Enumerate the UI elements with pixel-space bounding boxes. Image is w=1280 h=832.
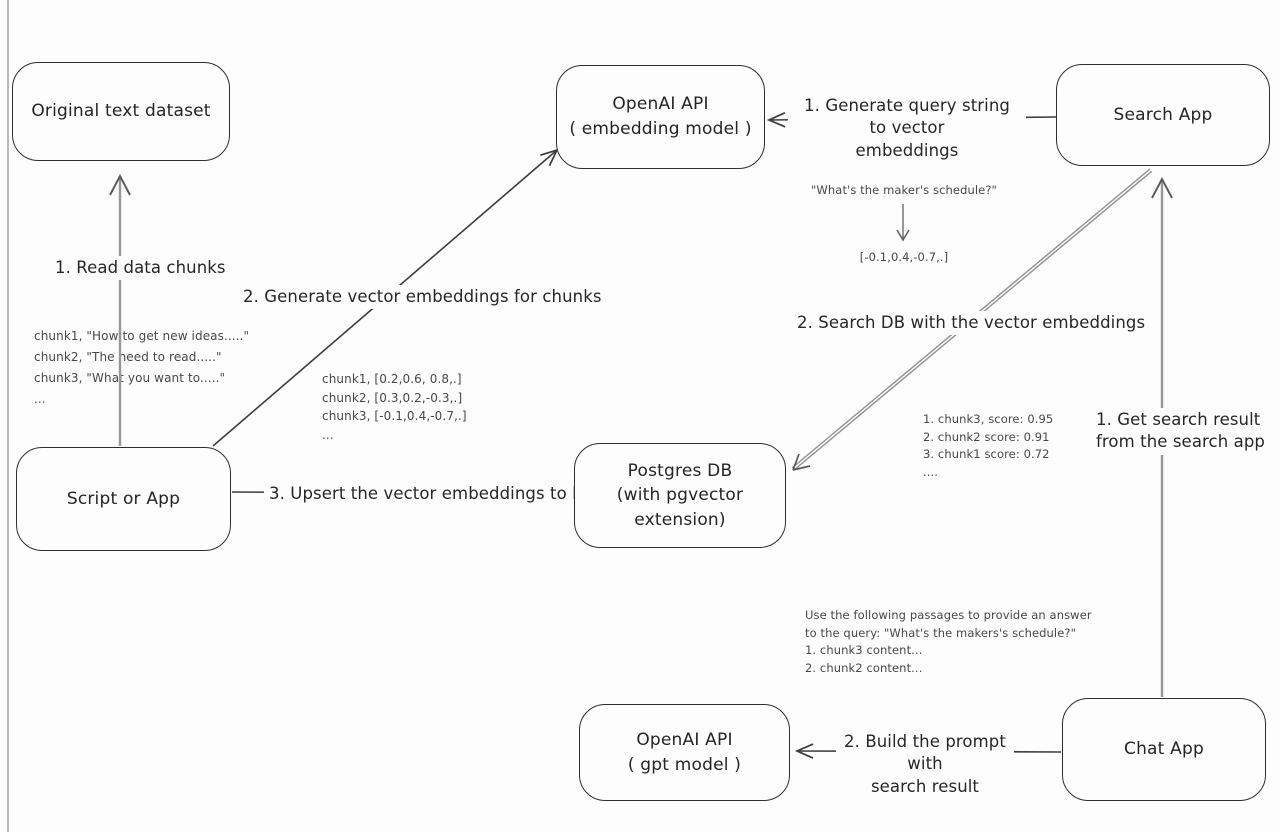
canvas-edge-line bbox=[7, 0, 9, 832]
edge-label-get-search-result: 1. Get search result from the search app bbox=[1091, 408, 1270, 455]
edge-label-generate-embeddings: 2. Generate vector embeddings for chunks bbox=[238, 285, 607, 310]
annotation-chunk-vectors: chunk1, [0.2,0.6, 0.8,.] chunk2, [0.3,0.… bbox=[322, 372, 467, 442]
edge-label-search-db: 2. Search DB with the vector embeddings bbox=[792, 311, 1151, 336]
annotation-prompt-preview: Use the following passages to provide an… bbox=[805, 608, 1092, 675]
node-openai-api-gpt: OpenAI API ( gpt model ) bbox=[579, 704, 790, 801]
node-original-text-dataset: Original text dataset bbox=[12, 62, 230, 161]
node-script-or-app: Script or App bbox=[16, 447, 231, 551]
edge-label-read-data-chunks: 1. Read data chunks bbox=[50, 256, 231, 281]
node-chat-app: Chat App bbox=[1062, 698, 1266, 801]
edge-label-upsert-to-db: 3. Upsert the vector embeddings to DB bbox=[264, 482, 602, 507]
annotation-query-string: "What's the maker's schedule?" bbox=[811, 183, 997, 197]
node-openai-api-embedding: OpenAI API ( embedding model ) bbox=[556, 65, 765, 169]
annotation-chunk-texts: chunk1, "How to get new ideas....." chun… bbox=[34, 329, 250, 406]
annotation-query-vector: [-0.1,0.4,-0.7,.] bbox=[859, 250, 949, 264]
node-postgres-db: Postgres DB (with pgvector extension) bbox=[574, 443, 786, 548]
edge-label-query-to-vector: 1. Generate query string to vector embed… bbox=[788, 94, 1026, 164]
node-search-app: Search App bbox=[1056, 64, 1270, 166]
annotation-search-scores: 1. chunk3, score: 0.95 2. chunk2 score: … bbox=[923, 412, 1054, 479]
edge-label-build-prompt: 2. Build the prompt with search result bbox=[836, 730, 1014, 800]
